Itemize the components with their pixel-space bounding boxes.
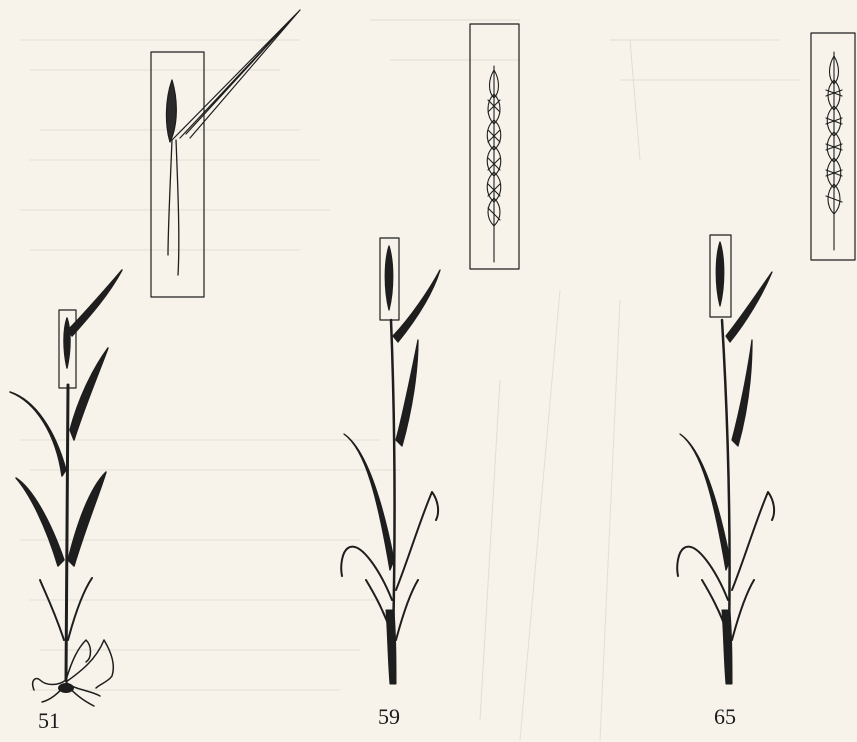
leaf-65-g xyxy=(732,580,754,640)
ear-65 xyxy=(716,242,724,306)
leaf-51-f xyxy=(40,580,64,640)
plant-stage-51 xyxy=(10,10,300,706)
leaf-51-c xyxy=(10,392,66,476)
enlarged-ear-65 xyxy=(826,52,842,250)
plant-stage-65 xyxy=(677,33,855,684)
stage-label-59: 59 xyxy=(378,704,400,730)
stage-label-65: 65 xyxy=(714,704,736,730)
leaf-65-a xyxy=(726,272,772,342)
leaf-51-d xyxy=(16,478,64,566)
leaf-59-e xyxy=(341,547,392,600)
leaf-59-a xyxy=(393,270,440,342)
enlarged-ear-59 xyxy=(487,66,501,262)
leaf-65-c xyxy=(680,434,730,570)
stage-label-51: 51 xyxy=(38,708,60,734)
leaf-65-b xyxy=(732,340,752,446)
leaf-51-e xyxy=(68,472,106,566)
leaf-59-g xyxy=(396,580,418,640)
ear-51 xyxy=(64,318,70,368)
leaf-51-g xyxy=(68,578,92,640)
leaf-59-c xyxy=(344,434,394,570)
leaf-59-b xyxy=(396,340,418,446)
enlarged-flag-leaf-51 xyxy=(172,10,300,140)
ear-59 xyxy=(385,246,393,310)
leaf-65-e xyxy=(677,547,728,600)
plant-stage-59 xyxy=(341,24,519,684)
leaf-65-d xyxy=(732,492,774,590)
leaf-59-d xyxy=(396,492,438,590)
enlarged-ear-51 xyxy=(166,80,176,142)
stem-51 xyxy=(66,385,68,680)
